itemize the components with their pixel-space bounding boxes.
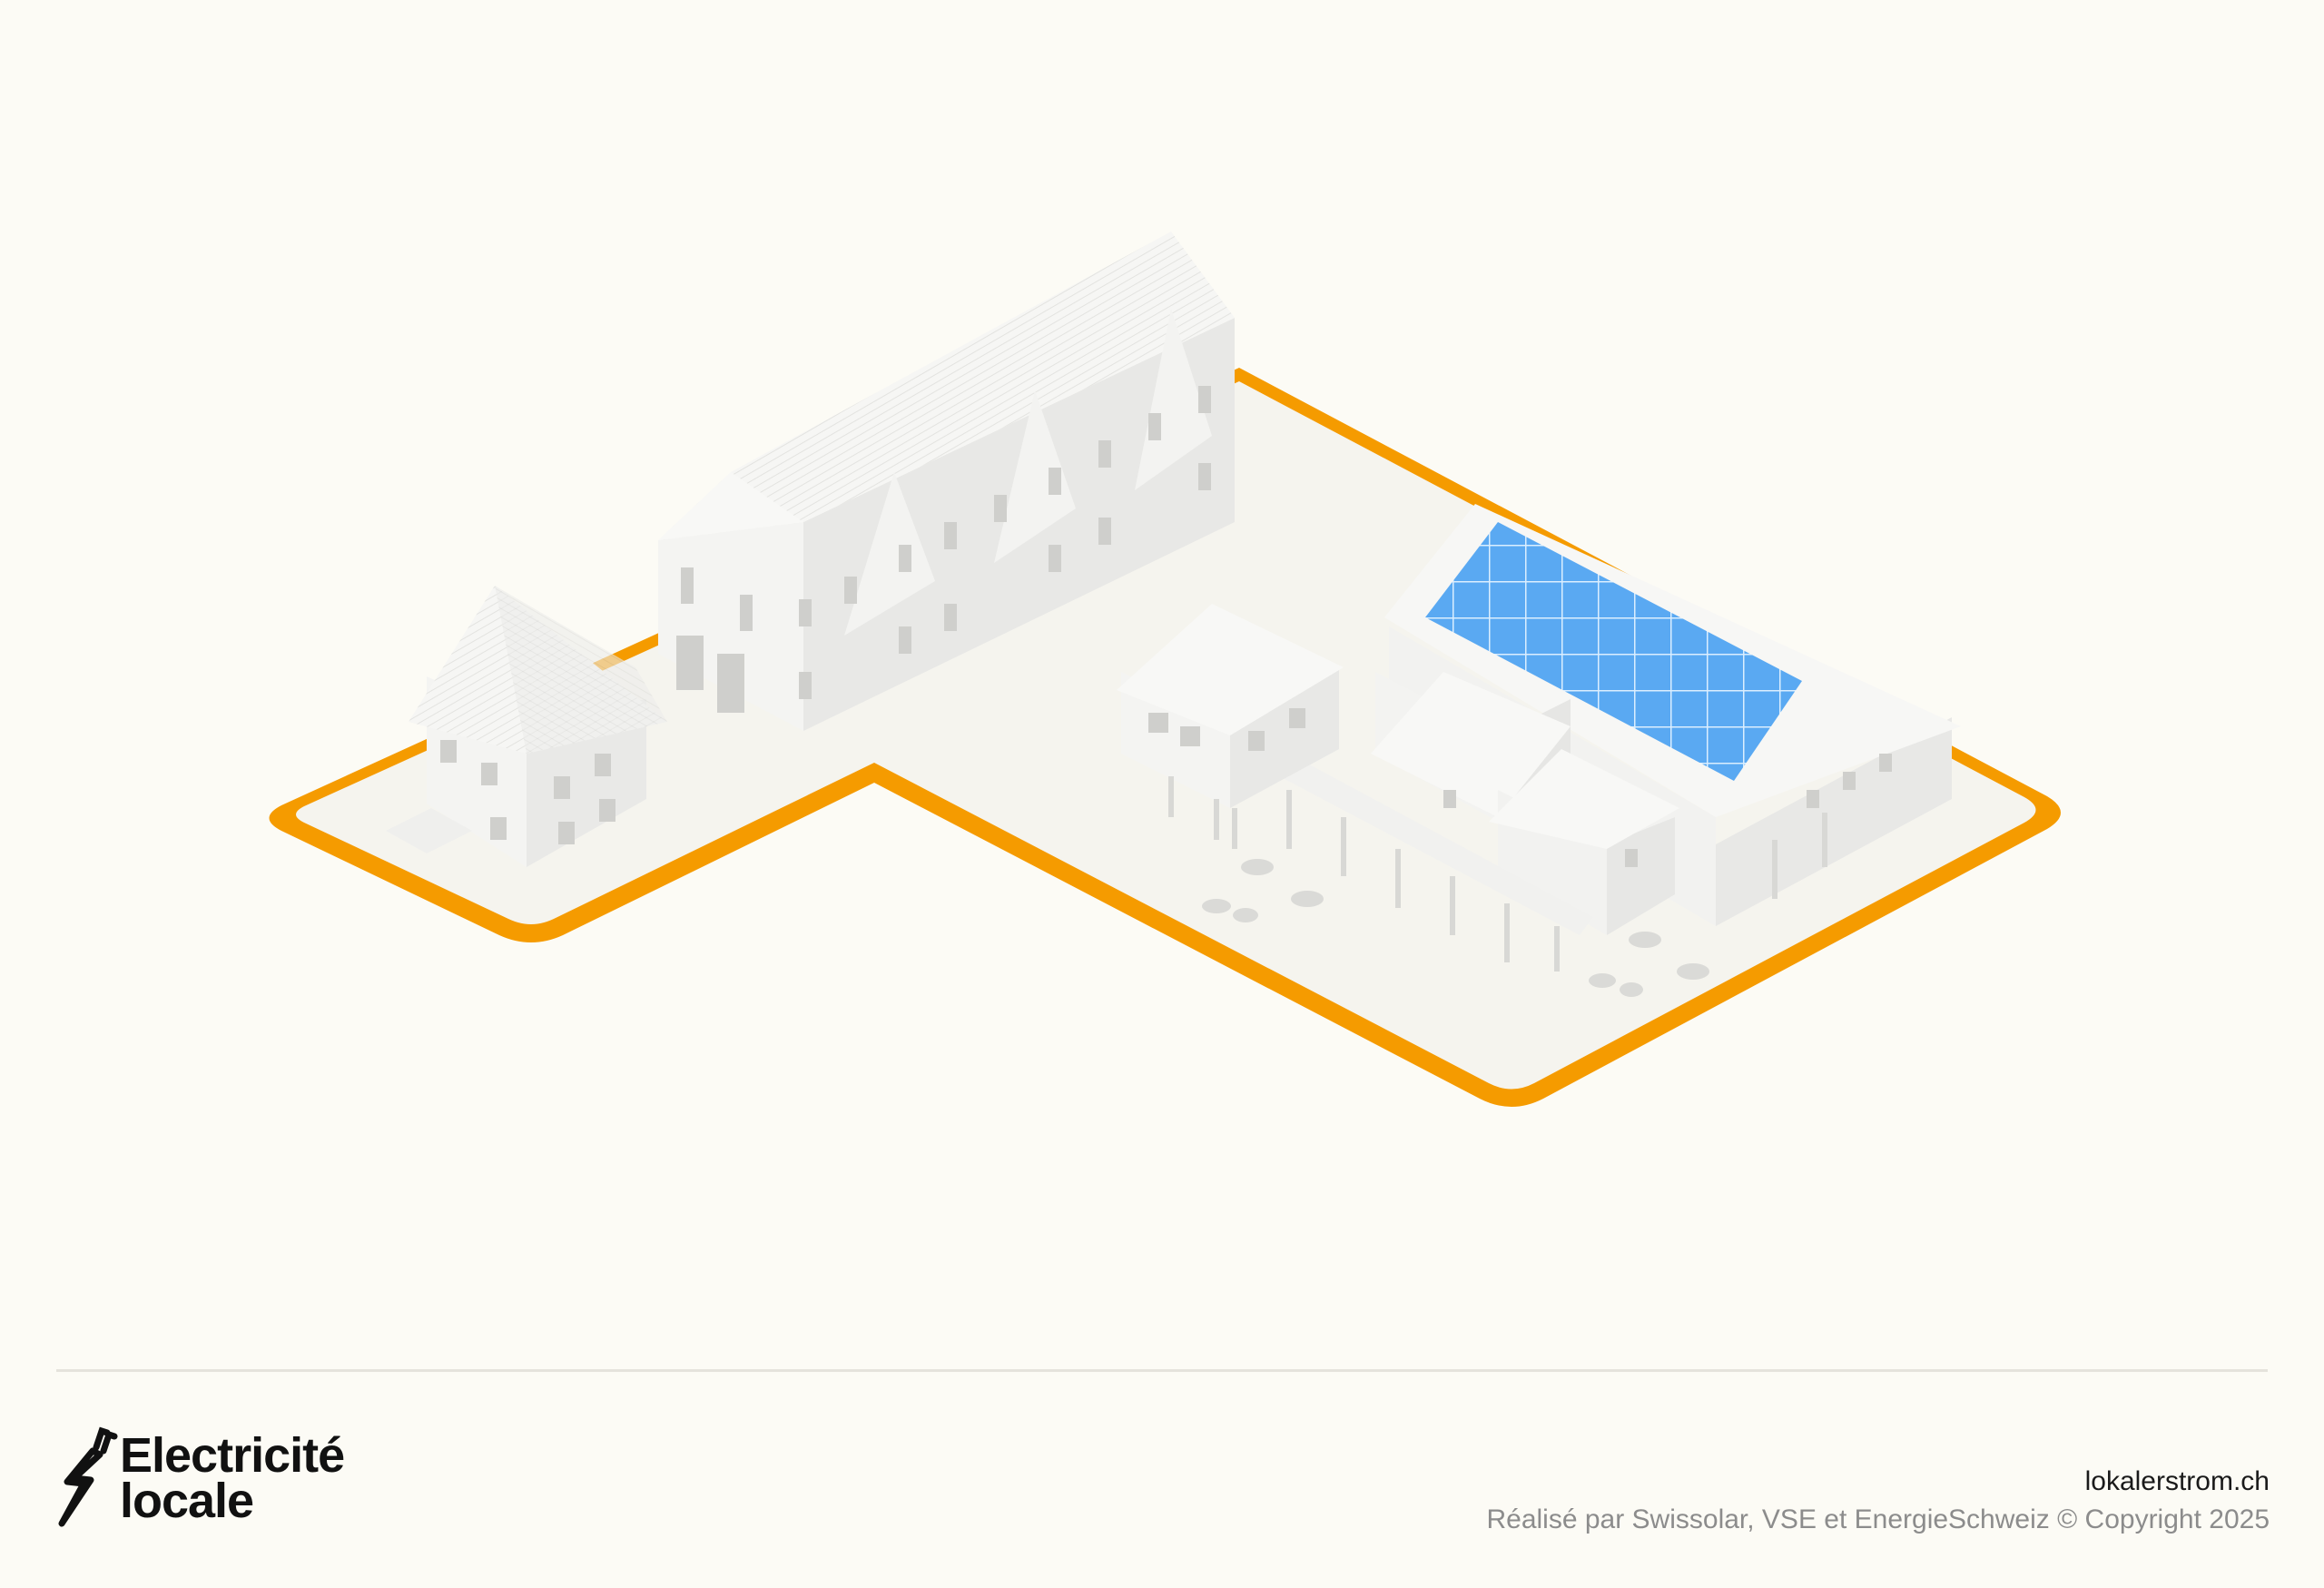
- farm-buildings: [1117, 504, 1961, 972]
- footer-divider: [56, 1369, 2268, 1372]
- brand-line-1: Electricité: [120, 1428, 345, 1483]
- credits-text: Réalisé par Swissolar, VSE et EnergieSch…: [1486, 1504, 2270, 1534]
- isometric-illustration: [269, 232, 2061, 1107]
- brand-line-2: locale: [120, 1474, 254, 1528]
- row-houses: [658, 232, 1235, 731]
- solar-panels: [1425, 522, 1802, 781]
- footer-info: lokalerstrom.ch Réalisé par Swissolar, V…: [1486, 1464, 2270, 1540]
- cows: [1202, 859, 1709, 997]
- brand-logo: Electricité locale: [54, 1425, 508, 1534]
- site-url[interactable]: lokalerstrom.ch: [2084, 1466, 2270, 1496]
- chalet-house: [386, 586, 667, 867]
- lightning-plug-icon: [58, 1426, 118, 1527]
